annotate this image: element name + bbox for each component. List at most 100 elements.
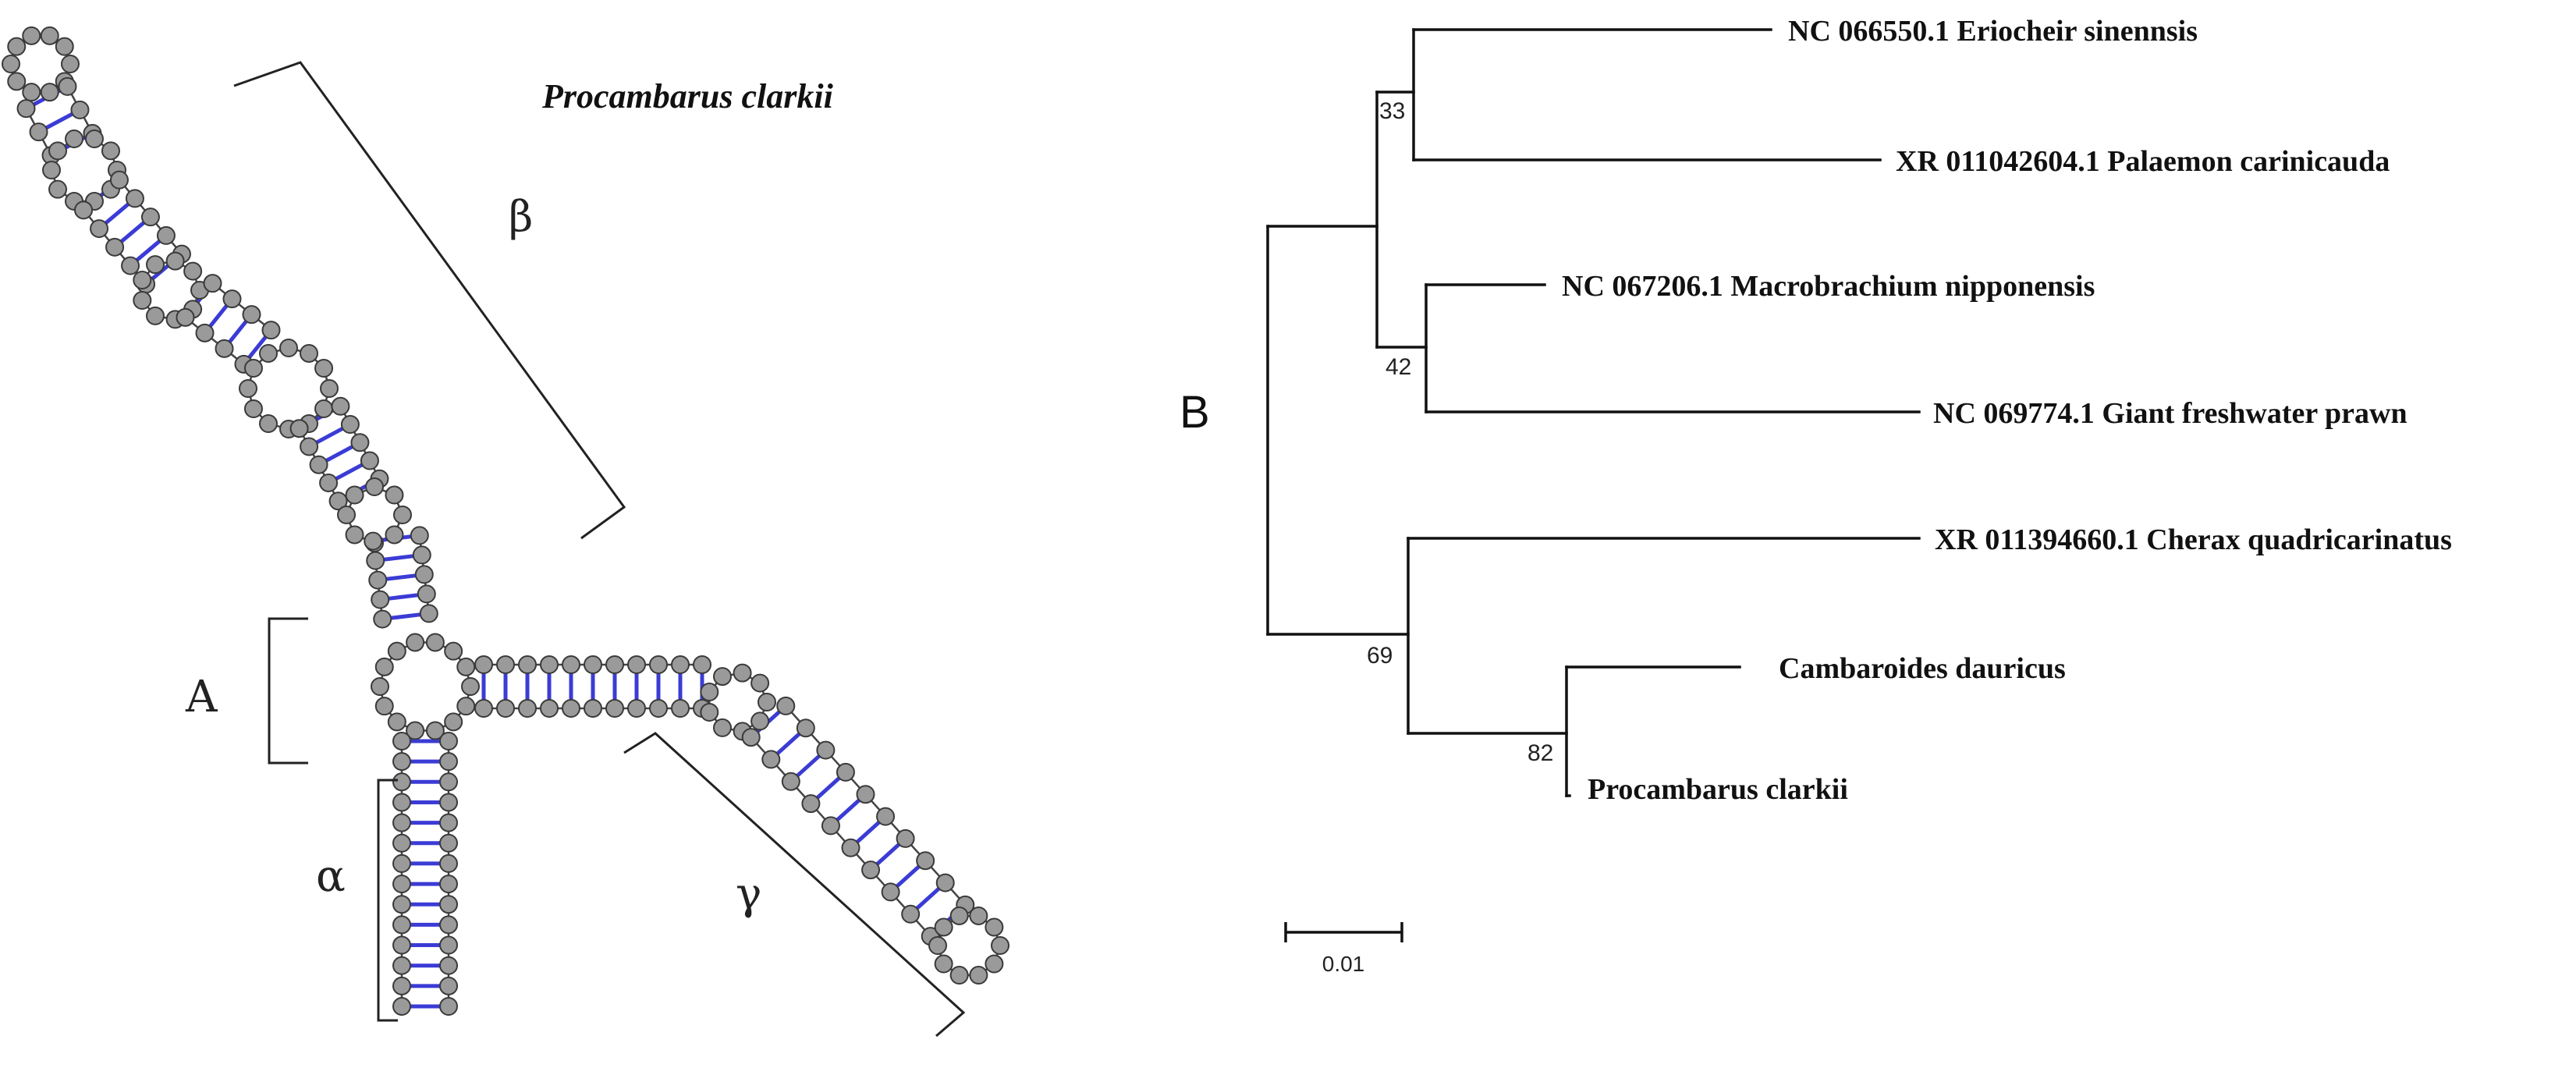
rna-nucleotides bbox=[2, 26, 1009, 1016]
nucleotide bbox=[836, 762, 855, 782]
nucleotide bbox=[48, 179, 68, 199]
nucleotide bbox=[934, 954, 953, 974]
nucleotide bbox=[985, 954, 1004, 974]
taxon-label: XR 011394660.1 Cherax quadricarinatus bbox=[1935, 523, 2452, 556]
nucleotide bbox=[518, 699, 537, 718]
nucleotide bbox=[439, 793, 458, 812]
bootstrap-value: 33 bbox=[1379, 98, 1405, 124]
nucleotide bbox=[713, 718, 732, 737]
nucleotide bbox=[406, 721, 425, 740]
region-label-beta: β bbox=[509, 192, 533, 241]
nucleotide bbox=[856, 785, 875, 804]
bracket-alpha bbox=[377, 779, 398, 1022]
nucleotide bbox=[761, 750, 781, 769]
nucleotide bbox=[901, 904, 921, 924]
nucleotide bbox=[392, 793, 411, 812]
backbone-strand bbox=[785, 705, 967, 906]
nucleotide bbox=[392, 895, 411, 914]
nucleotide bbox=[425, 633, 445, 652]
backbone-strand bbox=[211, 282, 272, 332]
nucleotide bbox=[392, 976, 411, 995]
nucleotide bbox=[289, 419, 309, 438]
nucleotide bbox=[300, 437, 319, 456]
nucleotide bbox=[364, 531, 383, 551]
nucleotide bbox=[387, 641, 406, 661]
nucleotide bbox=[84, 130, 104, 149]
nucleotide bbox=[392, 813, 411, 832]
taxon-label: NC 069774.1 Giant freshwater prawn bbox=[1933, 397, 2407, 430]
nucleotide bbox=[366, 551, 385, 570]
backbone-strand bbox=[184, 316, 245, 365]
nucleotide bbox=[61, 55, 80, 73]
nucleotide bbox=[55, 37, 74, 56]
nucleotide bbox=[40, 83, 59, 102]
nucleotide bbox=[70, 100, 90, 119]
nucleotide bbox=[781, 772, 800, 791]
nucleotide bbox=[444, 712, 463, 732]
nucleotide bbox=[345, 525, 364, 545]
nucleotide bbox=[392, 833, 411, 853]
nucleotide bbox=[758, 693, 776, 711]
nucleotide bbox=[345, 485, 364, 505]
nucleotide bbox=[393, 506, 412, 524]
nucleotide bbox=[222, 289, 242, 309]
nucleotide bbox=[474, 699, 493, 718]
nucleotide bbox=[392, 956, 411, 975]
nucleotide bbox=[876, 807, 896, 826]
nucleotide bbox=[750, 673, 770, 693]
nucleotide bbox=[385, 525, 404, 545]
nucleotide bbox=[90, 219, 109, 239]
nucleotide bbox=[195, 323, 215, 342]
nucleotide bbox=[22, 83, 41, 102]
nucleotide bbox=[319, 473, 339, 492]
nucleotide bbox=[649, 655, 668, 674]
bootstrap-value: 82 bbox=[1528, 740, 1553, 766]
nucleotide bbox=[410, 526, 429, 545]
taxon-label: XR 011042604.1 Palaemon carinicauda bbox=[1896, 145, 2390, 178]
nucleotide bbox=[340, 415, 360, 435]
nucleotide bbox=[439, 772, 458, 792]
nucleotide bbox=[392, 772, 411, 792]
nucleotide bbox=[419, 604, 438, 623]
scale-bar bbox=[1284, 922, 1403, 942]
nucleotide bbox=[414, 565, 434, 584]
nucleotide bbox=[776, 696, 796, 715]
nucleotide bbox=[40, 26, 59, 45]
nucleotide bbox=[540, 699, 559, 718]
backbone-strand bbox=[750, 736, 931, 937]
nucleotide bbox=[584, 699, 602, 718]
nucleotide bbox=[392, 853, 411, 873]
nucleotide bbox=[562, 699, 580, 718]
nucleotide bbox=[417, 584, 436, 604]
nucleotide bbox=[368, 570, 388, 590]
nucleotide bbox=[671, 655, 690, 674]
nucleotide bbox=[133, 271, 152, 290]
nucleotide bbox=[896, 828, 915, 848]
region-label-A: A bbox=[185, 672, 218, 722]
nucleotide bbox=[741, 728, 761, 747]
nucleotide bbox=[65, 130, 84, 149]
nucleotide bbox=[406, 633, 425, 652]
nucleotide bbox=[796, 719, 815, 738]
nucleotide bbox=[360, 451, 379, 470]
panel-b-label: B bbox=[1180, 387, 1210, 438]
bootstrap-value: 42 bbox=[1386, 354, 1411, 380]
nucleotide bbox=[243, 359, 263, 378]
taxon-label: NC 067206.1 Macrobrachium nipponensis bbox=[1562, 270, 2095, 303]
nucleotide bbox=[331, 396, 350, 416]
bootstrap-value: 69 bbox=[1367, 643, 1393, 669]
nucleotide bbox=[562, 655, 580, 674]
nucleotide bbox=[259, 343, 278, 363]
nucleotide bbox=[242, 305, 261, 325]
nucleotide bbox=[105, 237, 125, 257]
nucleotide bbox=[392, 997, 411, 1016]
nucleotide bbox=[949, 966, 969, 985]
nucleotide bbox=[439, 895, 458, 914]
nucleotide bbox=[671, 699, 690, 718]
nucleotide bbox=[439, 976, 458, 995]
nucleotide bbox=[412, 545, 431, 565]
nucleotide bbox=[439, 732, 458, 750]
nucleotide bbox=[58, 76, 77, 96]
nucleotide bbox=[439, 853, 458, 873]
